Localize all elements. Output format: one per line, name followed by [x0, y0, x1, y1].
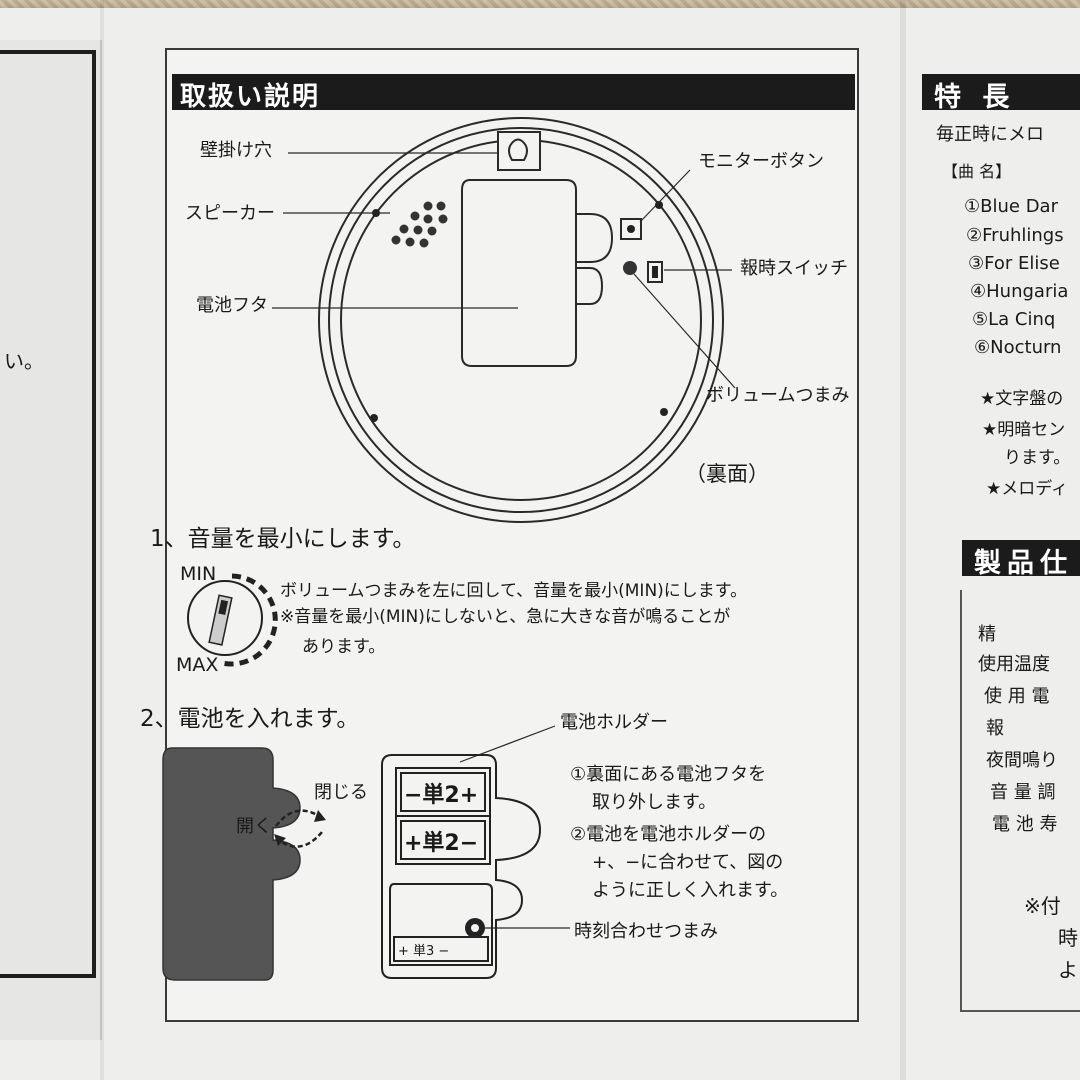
instr1-line2: 取り外します。 — [592, 792, 717, 813]
song-4: ④Hungaria — [970, 281, 1069, 302]
song-1: ①Blue Dar — [964, 196, 1058, 217]
battery-holder-label: 電池ホルダー — [560, 712, 668, 733]
movement-box — [389, 883, 493, 966]
battery-cover-panel — [162, 747, 301, 981]
time-knob-label: 時刻合わせつまみ — [574, 921, 718, 942]
clock-outer-ring — [318, 117, 724, 523]
battery-slot-2 — [395, 815, 491, 865]
step2-title: 2、電池を入れます。 — [140, 706, 360, 732]
step1-text-1: ボリュームつまみを左に回して、音量を最小(MIN)にします。 — [280, 581, 748, 601]
label-monitor-button: モニターボタン — [698, 151, 824, 172]
section-title: 取扱い説明 — [180, 82, 321, 112]
clock-middle-ring — [328, 127, 714, 513]
step1-text-3: あります。 — [302, 637, 386, 657]
back-caption: （裏面） — [685, 462, 769, 486]
instr2-line3: ように正しく入れます。 — [592, 880, 789, 901]
song-6: ⑥Nocturn — [974, 337, 1062, 358]
spec-row-3: 使 用 電 — [984, 686, 1050, 707]
dial-min-label: MIN — [180, 563, 217, 585]
song-header: 【曲 名】 — [942, 162, 1012, 181]
small-battery-slot — [393, 936, 489, 962]
battery-cover-shape — [461, 179, 577, 367]
battery-holder-outline — [381, 754, 542, 979]
song-3: ③For Elise — [968, 253, 1060, 274]
spec-row-5: 夜間鳴り — [986, 750, 1058, 771]
monitor-button-icon — [620, 218, 642, 240]
close-label: 閉じる — [314, 782, 368, 803]
song-5: ⑤La Cinq — [972, 309, 1056, 330]
spec-row-4: 報 — [986, 718, 1004, 739]
spec-frame — [960, 590, 1080, 1012]
volume-dial — [187, 580, 263, 656]
battery-2-label: +単2− — [404, 831, 479, 856]
battery-1-label: −単2+ — [404, 783, 479, 808]
open-label: 開く — [236, 816, 272, 837]
spec-row-7: 電 池 寿 — [992, 814, 1058, 835]
note-1: ★文字盤の — [980, 389, 1064, 409]
dial-max-label: MAX — [176, 654, 219, 676]
wall-hole-icon — [508, 138, 528, 161]
speaker-holes — [391, 201, 448, 248]
volume-knob-icon — [623, 261, 637, 275]
small-battery-label: + 単3 − — [398, 944, 450, 959]
volume-dial-pointer — [208, 594, 233, 646]
note-3: ります。 — [1004, 448, 1071, 468]
note-4: ★メロディ — [986, 479, 1069, 499]
spec-title: 製品仕 — [974, 548, 1073, 579]
chime-switch-icon — [647, 261, 663, 283]
step1-title: 1、音量を最小にします。 — [150, 526, 416, 552]
step1-text-2: ※音量を最小(MIN)にしないと、急に大きな音が鳴ることが — [280, 607, 731, 627]
left-panel-text: い。 — [4, 349, 44, 373]
left-panel — [0, 40, 102, 1040]
volume-dial-arc — [221, 573, 278, 667]
features-header: 特 長 — [922, 74, 1080, 113]
label-speaker: スピーカー — [185, 203, 275, 224]
fold-line-right — [900, 0, 906, 1080]
wall-hole-housing — [497, 131, 541, 171]
cover-tab-lower — [576, 267, 604, 305]
section-header: 取扱い説明 — [172, 74, 855, 112]
spec-row-2: 使用温度 — [978, 654, 1050, 675]
footnote-1: ※付 — [1024, 894, 1061, 918]
fold-line-left — [100, 0, 104, 1080]
spec-row-1: 精 — [978, 624, 996, 645]
instr2-line2: +、−に合わせて、図の — [592, 852, 784, 873]
features-text: 毎正時にメロ — [936, 124, 1044, 145]
label-chime-switch: 報時スイッチ — [740, 258, 848, 279]
left-panel-frame — [0, 50, 96, 978]
label-volume-knob: ボリュームつまみ — [706, 385, 850, 406]
label-wall-hole: 壁掛け穴 — [200, 140, 272, 161]
instr2-line1: ②電池を電池ホルダーの — [570, 824, 767, 845]
spec-row-6: 音 量 調 — [990, 782, 1056, 803]
features-title: 特 長 — [934, 82, 1016, 113]
footnote-3: よ — [1058, 958, 1078, 982]
song-2: ②Fruhlings — [966, 225, 1064, 246]
spec-header: 製品仕 — [962, 540, 1080, 579]
instr1-line1: ①裏面にある電池フタを — [570, 764, 767, 785]
label-battery-cover: 電池フタ — [196, 295, 268, 316]
cover-tab-upper — [576, 213, 614, 263]
note-2: ★明暗セン — [982, 420, 1066, 440]
footnote-2: 時 — [1058, 926, 1078, 950]
